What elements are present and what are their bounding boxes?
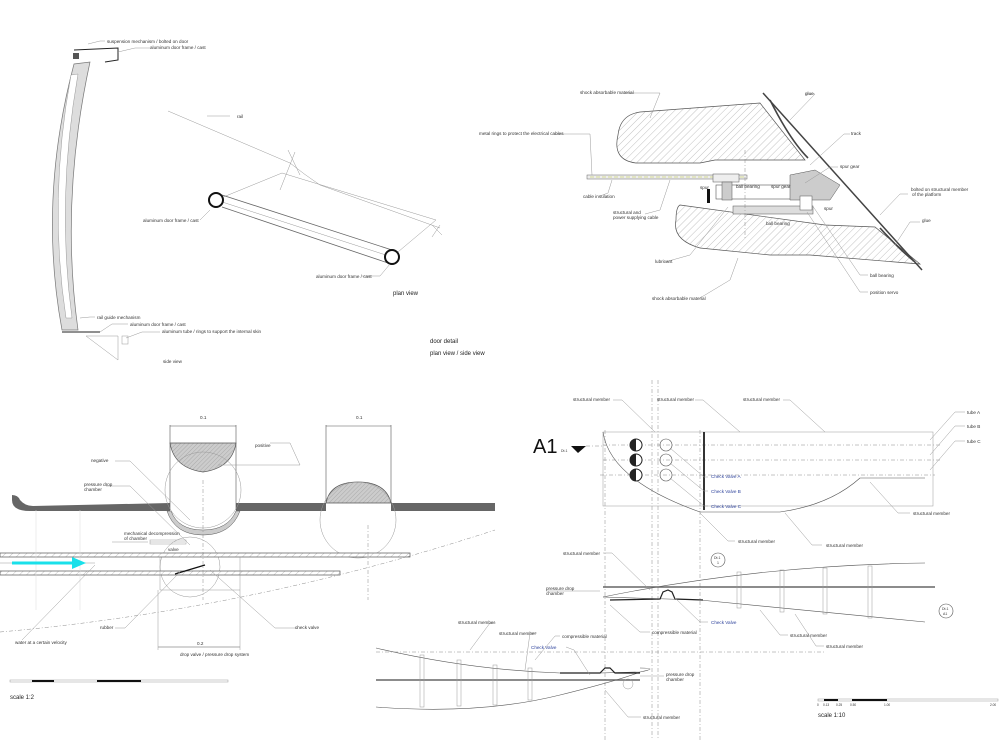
- callout-rubber: rubber: [100, 625, 114, 630]
- flow-arrow-head-icon: [72, 557, 86, 569]
- pressure-drop-label-lower-2: chamber: [666, 677, 684, 682]
- section-arrow-icon: [571, 446, 586, 453]
- callout-glue-top: glue: [805, 91, 814, 96]
- pressure-drop-label: pressure drop: [546, 586, 575, 591]
- callout-position-servo: position servo: [870, 290, 899, 295]
- detail-bubble-num: 1: [717, 561, 719, 565]
- check-valve-label-lower: Check Valve: [531, 645, 557, 650]
- compressible-material-label: compressible material: [652, 630, 697, 635]
- callout-spur-gear-upper: spur gear: [840, 164, 860, 169]
- callout-ball-bearing-lower: ball bearing: [766, 221, 790, 226]
- callout-plan-frame-2: aluminum door frame / cast: [316, 274, 372, 279]
- structural-member-label: structural member: [790, 633, 827, 638]
- door-side-view: [52, 40, 160, 361]
- callout-valve: valve: [168, 547, 179, 552]
- check-valve-b-label: Check Valve B: [711, 489, 741, 494]
- tube-c-label: tube C: [967, 439, 981, 444]
- scale-tick: 0.13: [823, 703, 829, 707]
- callout-door-frame-lower: aluminum door frame / cast: [130, 322, 186, 327]
- door-plan-view: [167, 110, 443, 277]
- callout-shock-absorbable-bottom: shock absorbable material: [652, 296, 706, 301]
- check-valve-c-label: Check Valve C: [711, 504, 742, 509]
- side-view-label: side view: [163, 359, 183, 364]
- detail-bubble-num-2: A1: [943, 612, 947, 616]
- pressure-drop-label-lower: pressure drop: [666, 672, 695, 677]
- valve-caption: drop valve / pressure drop system: [180, 652, 249, 657]
- check-valve-icons: [629, 438, 673, 482]
- callout-mech-decompression: mechanical decompression: [124, 531, 180, 536]
- door-detail-subtitle: plan view / side view: [430, 351, 485, 357]
- structural-member-label: structural member: [657, 397, 694, 402]
- callout-aluminum-tube: aluminum tube / rings to support the int…: [162, 329, 262, 334]
- scale-tick: 1.00: [884, 703, 890, 707]
- structural-member-label: structural member: [738, 539, 775, 544]
- detail-bubble-ref: Dt.1: [714, 556, 720, 560]
- structural-member-label: structural member: [913, 511, 950, 516]
- scale-tick: 0.25: [836, 703, 842, 707]
- callout-water-velocity: water at a certain velocity: [15, 640, 68, 645]
- check-valve-a-label: Check Valve A: [711, 474, 741, 479]
- dim-0-2: 0.2: [197, 641, 204, 646]
- callout-rail-guide: rail guide mechanism: [97, 315, 141, 320]
- callout-rail: rail: [237, 114, 243, 119]
- structural-member-label: structural member: [826, 644, 863, 649]
- callout-spur-gear-mid: spur gear: [771, 184, 791, 189]
- compressible-material-label-2: compressible material: [562, 634, 607, 639]
- callout-door-frame: aluminum door frame / cast: [150, 45, 206, 50]
- callout-ball-bearing-right: ball bearing: [870, 273, 894, 278]
- callout-structural-cable-2: power supplying cable: [613, 215, 659, 220]
- callout-cable-insulation: cable insulation: [583, 194, 615, 199]
- frame-tube-icon: [208, 192, 224, 208]
- check-valve-label: Check Valve: [711, 620, 737, 625]
- mechanism-section: [555, 92, 923, 299]
- callout-mech-decompression-2: of chamber: [124, 536, 147, 541]
- callout-check-valve: check valve: [295, 625, 319, 630]
- callout-glue-bottom: glue: [922, 218, 931, 223]
- scale-tick: 2.00: [990, 703, 996, 707]
- callout-bolted-member-2: of the platform: [912, 192, 942, 197]
- structural-member-label: structural member: [826, 543, 863, 548]
- detail-bubble-ref-2: Dt.1: [942, 607, 948, 611]
- plan-view-label: plan view: [393, 291, 419, 297]
- callout-lubricant: lubricant: [655, 259, 673, 264]
- callout-negative: negative: [91, 458, 109, 463]
- callout-shock-absorbable-top: shock absorbable material: [580, 90, 634, 95]
- scale-tick: 0.50: [850, 703, 856, 707]
- valve-section: [0, 425, 496, 650]
- callout-plan-frame-1: aluminum door frame / cast: [143, 218, 199, 223]
- tube-b-label: tube B: [967, 424, 980, 429]
- structural-member-label: structural member: [458, 620, 495, 625]
- callout-bolted-member: bolted on structural member: [911, 187, 969, 192]
- callout-track: track: [851, 131, 862, 136]
- dim-0-1-right: 0.1: [356, 415, 363, 420]
- structural-member-label: structural member: [573, 397, 610, 402]
- scale-tick: 0: [817, 703, 819, 707]
- callout-pressure-drop: pressure drop: [84, 482, 113, 487]
- callout-ball-bearing-upper: ball bearing: [736, 184, 760, 189]
- frame-tube-icon: [384, 249, 400, 265]
- callout-positive: positive: [255, 443, 271, 448]
- structural-member-label: structural member: [643, 715, 680, 720]
- callout-pressure-drop-2: chamber: [84, 487, 102, 492]
- scale-label-1-10: scale 1:10: [818, 713, 846, 719]
- dim-0-1-left: 0.1: [200, 415, 207, 420]
- tube-a-label: tube A: [967, 410, 981, 415]
- section-ref: Dt.1: [561, 449, 567, 453]
- scale-bar-1-2: [9, 679, 229, 683]
- scale-bar-1-10: [817, 698, 999, 702]
- door-detail-title: door detail: [430, 339, 458, 345]
- scale-label-1-2: scale 1:2: [10, 695, 35, 701]
- callout-spur-left: spur: [700, 185, 709, 190]
- callout-spur-right: spur: [824, 206, 833, 211]
- section-mark-a1: A1: [533, 436, 557, 458]
- pressure-drop-label-2: chamber: [546, 591, 564, 596]
- callout-structural-cable: structural and: [613, 210, 641, 215]
- callout-metal-rings: metal rings to protect the electrical ca…: [479, 131, 564, 136]
- hull-section: [375, 380, 965, 740]
- structural-member-label: structural member: [743, 397, 780, 402]
- structural-member-label: structural member: [563, 551, 600, 556]
- structural-member-label: structural member: [499, 631, 536, 636]
- callout-suspension-mechanism: suspension mechanism / bolted on door: [107, 39, 189, 44]
